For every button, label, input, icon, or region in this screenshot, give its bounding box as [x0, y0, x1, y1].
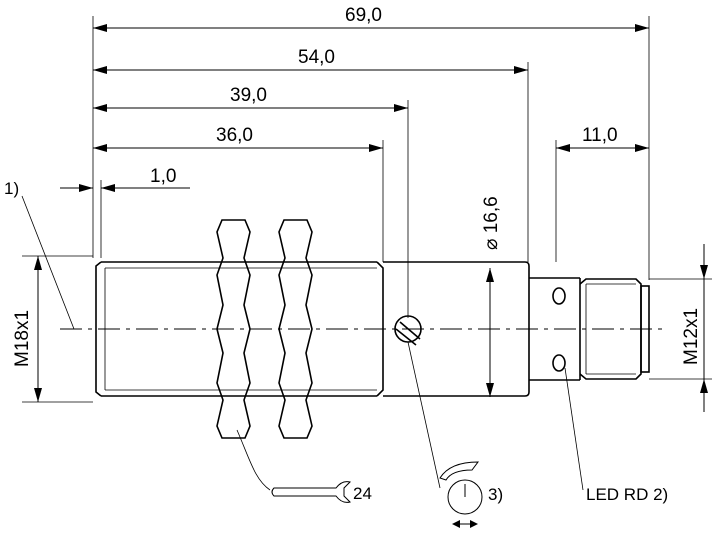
hex-nut-left — [216, 219, 251, 439]
dimension-line-1: 1,0 — [60, 166, 190, 192]
dim-housing-length: 54,0 — [298, 47, 335, 68]
dim-pot-position: 39,0 — [230, 85, 267, 106]
dimension-line-69: 69,0 — [93, 5, 649, 32]
dimension-diameter: ⌀ 16,6 — [481, 196, 502, 397]
callout-note-1: 1) — [4, 179, 19, 198]
dim-thread-connector: M12x1 — [681, 308, 702, 365]
extension-lines — [22, 16, 712, 403]
callout-wrench-size: 24 — [353, 484, 372, 503]
dim-connector-length: 11,0 — [582, 125, 618, 146]
potentiometer-icon — [394, 315, 422, 346]
dimension-line-39: 39,0 — [93, 85, 408, 112]
dim-front-offset: 1,0 — [150, 166, 176, 187]
dimension-line-11: 11,0 — [556, 125, 649, 152]
dim-housing-diameter: ⌀ 16,6 — [481, 196, 502, 250]
leader-lines — [21, 195, 584, 491]
dimension-line-54: 54,0 — [93, 47, 528, 74]
dimension-m18: M18x1 — [12, 256, 42, 402]
dim-thread-length: 36,0 — [216, 125, 253, 146]
callout-led: LED RD 2) — [586, 485, 668, 504]
dimension-line-36: 36,0 — [93, 125, 383, 152]
hex-nut-right — [278, 219, 313, 439]
callout-note-3: 3) — [488, 485, 503, 504]
rotation-arrow-icon — [439, 461, 483, 528]
sensor-body — [60, 261, 668, 397]
dimension-m12: M12x1 — [681, 244, 708, 412]
dim-overall-length: 69,0 — [345, 5, 382, 26]
wrench-icon — [271, 481, 351, 503]
dim-thread-main: M18x1 — [12, 310, 33, 367]
